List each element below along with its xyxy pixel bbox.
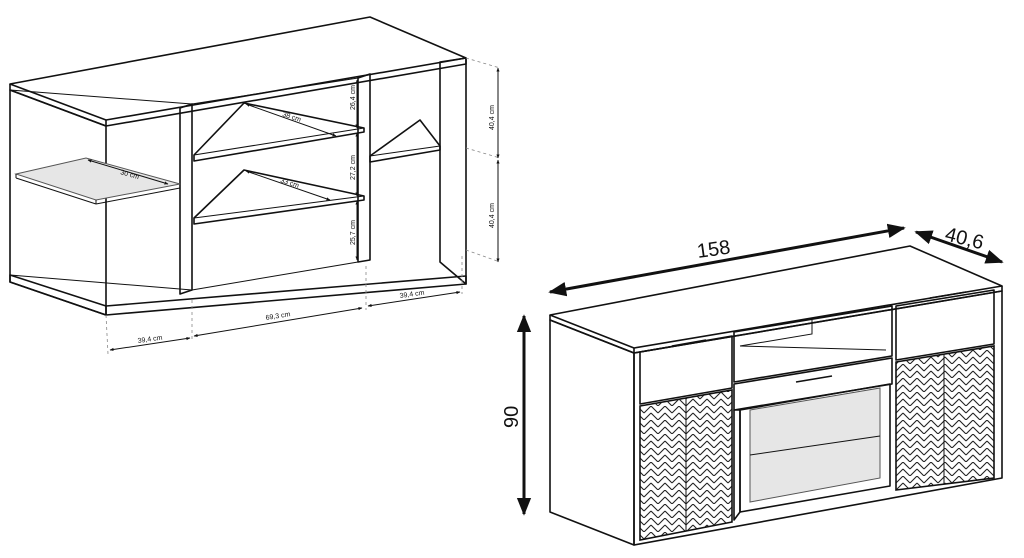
center-shelf-lower — [193, 169, 365, 225]
glass-shelf — [14, 157, 181, 201]
depth-label-upper: 38 cm — [281, 111, 301, 124]
top-panel — [9, 16, 467, 121]
width-label-center: 69,3 cm — [265, 311, 291, 322]
right-side-panel — [439, 57, 467, 285]
height-label-bottom: 25,7 cm — [350, 220, 357, 245]
height-label-right-lower: 40,4 cm — [489, 203, 496, 228]
right-drawer — [895, 289, 995, 361]
overall-height-label: 90 — [501, 406, 523, 428]
center-drawer — [733, 357, 893, 411]
width-dimension-center — [193, 307, 363, 337]
right-section-shelf — [369, 119, 441, 163]
height-label-middle: 27,2 cm — [350, 155, 357, 180]
center-open-compartment — [733, 305, 893, 383]
depth-dimension-lower — [245, 170, 331, 201]
interior-diagram: 30 cm 38 cm 33 cm 26,4 cm 27,2 cm 25,7 c… — [9, 16, 501, 355]
overall-width-label: 158 — [696, 237, 732, 263]
overall-width-dimension — [548, 223, 906, 297]
height-label-right-upper: 40,4 cm — [489, 105, 496, 130]
width-dimension-left — [109, 336, 191, 352]
cabinet-front — [633, 290, 1003, 546]
overall-depth-label: 40,6 — [943, 224, 986, 255]
width-label-left: 39,4 cm — [137, 335, 163, 345]
depth-dimension-upper — [245, 103, 337, 137]
exterior-diagram: 158 40,6 90 — [501, 223, 1004, 546]
partition-right — [357, 73, 371, 263]
depth-label-lower: 33 cm — [279, 177, 299, 190]
center-shelf-upper — [193, 102, 365, 162]
width-dimension-right — [367, 290, 461, 308]
partition-left — [179, 103, 193, 295]
right-door-herringbone — [895, 345, 995, 491]
width-label-right: 39,4 cm — [399, 290, 425, 300]
height-label-top: 26,4 cm — [350, 85, 357, 110]
overall-depth-dimension — [914, 230, 1004, 264]
cabinet-left-side — [549, 319, 635, 546]
depth-dimension-glass — [87, 159, 169, 185]
